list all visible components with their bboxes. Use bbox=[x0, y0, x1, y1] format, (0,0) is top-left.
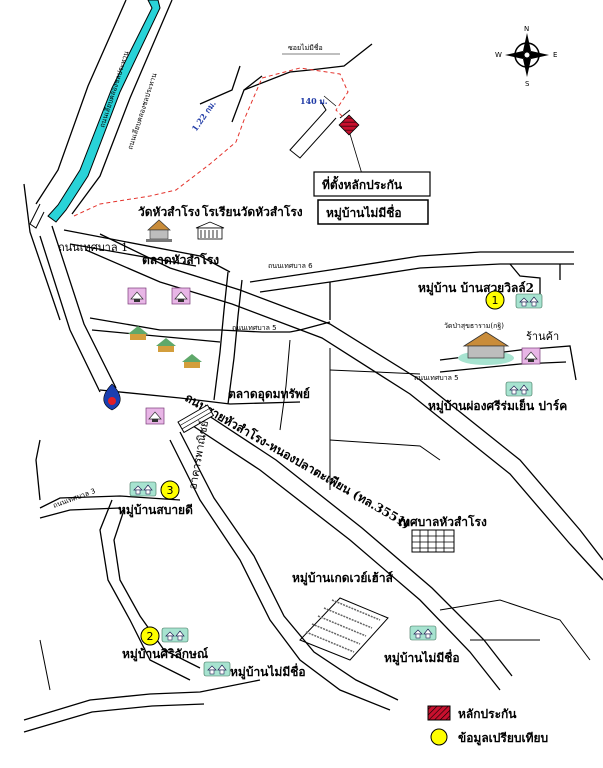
wat-label: วัดหัวสำโรง bbox=[138, 204, 200, 219]
comparison-marker-2: 2 bbox=[140, 626, 160, 646]
municipality-building-icon bbox=[411, 529, 455, 553]
highway-3551 bbox=[99, 233, 603, 561]
svg-text:2: 2 bbox=[147, 630, 154, 643]
village-house-icon bbox=[161, 627, 189, 643]
muni-road-5a-label: ถนนเทศบาล 5 bbox=[232, 324, 277, 332]
canal-road-west bbox=[35, 0, 127, 205]
village-house-icon bbox=[515, 293, 543, 309]
muni-road-5b-label: ถนนเทศบาล 5 bbox=[414, 374, 459, 382]
village-house-icon bbox=[505, 381, 533, 397]
phong-sri-label: หมู่บ้านผ่องศรีร่มเย็น ปาร์ค bbox=[428, 398, 567, 414]
irrigation-canal bbox=[47, 0, 161, 223]
soi-road bbox=[231, 43, 373, 123]
commercial-label: อาคารพาณิชย์ bbox=[186, 420, 211, 491]
village-house-icon bbox=[409, 625, 437, 641]
sabai-di-label: หมู่บ้านสบายดี bbox=[118, 503, 193, 518]
highway-label: ถนนสายหัวสำโรง-หนองปลาตะเพียน (ทล.3551) bbox=[183, 390, 414, 532]
village-unnamed-bottom-right-label: หมู่บ้านไม่มีชื่อ bbox=[384, 649, 460, 666]
shrine-icon bbox=[171, 287, 191, 305]
market-label: ตลาดหัวสำโรง bbox=[142, 252, 219, 267]
shrine-icon bbox=[145, 407, 165, 425]
compass-e-label: E bbox=[553, 51, 557, 59]
collateral-site-marker bbox=[338, 114, 360, 136]
legend-comparison-swatch bbox=[430, 728, 448, 746]
legend-collateral-label: หลักประกัน bbox=[458, 707, 517, 721]
village-unnamed-top-box bbox=[317, 199, 429, 225]
commercial-building-icon bbox=[177, 404, 215, 434]
shop-label: ร้านค้า bbox=[526, 330, 559, 343]
temple-icon bbox=[146, 219, 172, 242]
sawai-villa-label: หมู่บ้าน บ้านสวยวิลล์2 bbox=[418, 281, 534, 296]
distance-1-label: 1.22 กม. bbox=[189, 98, 217, 133]
houses-cluster-icon bbox=[128, 326, 202, 368]
canal-road-2-label: ถนนเลียบคลองชลประทาน bbox=[126, 72, 158, 151]
canal-road-1-label: ถนนเลียบคลองชลประทาน bbox=[98, 50, 130, 129]
school-icon bbox=[195, 221, 225, 240]
muni-road-1-label: ถนนเทศบาล 1 bbox=[58, 241, 128, 254]
housing-grid bbox=[299, 597, 389, 661]
soi-label: ซอยไม่มีชื่อ bbox=[288, 43, 323, 52]
wat-pa-label: วัดป่าสุขธาราม(กฐิ) bbox=[444, 322, 504, 330]
compass-n-label: N bbox=[524, 25, 529, 33]
muni-road-6 bbox=[249, 251, 574, 283]
svg-text:1: 1 bbox=[492, 294, 499, 307]
kate-way-label: หมู่บ้านเกดเวย์เฮ้าส์ bbox=[292, 571, 394, 586]
compass-rose-icon bbox=[505, 33, 549, 77]
village-house-icon bbox=[129, 481, 157, 497]
municipality-label: เทศบาลหัวสำโรง bbox=[398, 514, 487, 529]
shop-icon bbox=[521, 347, 541, 365]
siri-lak-label: หมู่บ้านศิริลักษณ์ bbox=[122, 647, 208, 662]
temple-icon bbox=[458, 331, 514, 365]
village-unnamed-top-label: หมู่บ้านไม่มีชื่อ bbox=[326, 204, 402, 221]
comparison-marker-3: 3 bbox=[160, 480, 180, 500]
compass-s-label: S bbox=[525, 80, 530, 88]
distance-2-label: 140 ม. bbox=[300, 96, 328, 106]
village-unnamed-bottom-left-label: หมู่บ้านไม่มีชื่อ bbox=[230, 663, 306, 680]
village-house-icon bbox=[203, 661, 231, 677]
school-label: โรเรียนวัดหัวสำโรง bbox=[201, 204, 303, 219]
svg-text:3: 3 bbox=[167, 484, 174, 497]
site-label: ที่ตั้งหลักประกัน bbox=[322, 175, 403, 192]
gas-station-icon bbox=[103, 383, 121, 411]
muni-road-6-label: ถนนเทศบาล 6 bbox=[268, 262, 313, 270]
compass-w-label: W bbox=[495, 51, 502, 59]
shrine-icon bbox=[127, 287, 147, 305]
map-legend: หลักประกัน ข้อมูลเปรียบเทียบ bbox=[427, 705, 548, 746]
comparison-marker-1: 1 bbox=[485, 290, 505, 310]
legend-collateral-swatch bbox=[427, 705, 451, 721]
legend-comparison-label: ข้อมูลเปรียบเทียบ bbox=[458, 731, 548, 746]
site-label-box bbox=[313, 171, 431, 197]
canal-road-east bbox=[71, 0, 173, 215]
talat-udom-label: ตลาดอุดมทรัพย์ bbox=[228, 387, 310, 402]
route-to-site bbox=[73, 67, 349, 217]
